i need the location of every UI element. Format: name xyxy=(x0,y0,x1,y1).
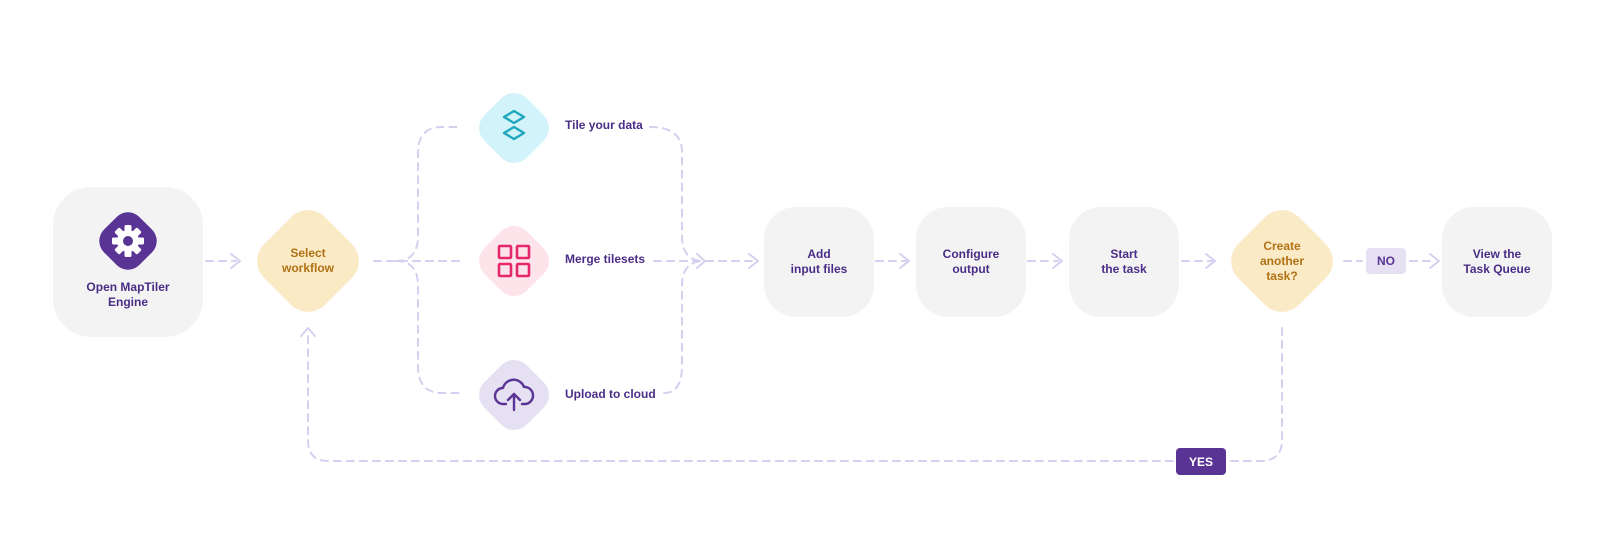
arrowhead-start-task xyxy=(1052,253,1063,269)
add-files-label: Add input files xyxy=(790,247,848,276)
arrowhead-view xyxy=(1429,253,1440,269)
add-files-node[interactable]: Add input files xyxy=(764,207,874,317)
arrowhead-configure xyxy=(899,253,910,269)
no-badge: NO xyxy=(1366,248,1406,274)
merge-label: Merge tilesets xyxy=(565,252,646,266)
arrowhead-select xyxy=(230,253,241,269)
grid-icon xyxy=(497,244,531,278)
create-another-label: Create another task? xyxy=(1259,238,1304,283)
upload-label: Upload to cloud xyxy=(565,387,656,401)
start-task-node[interactable]: Start the task xyxy=(1069,207,1179,317)
view-queue-node[interactable]: View the Task Queue xyxy=(1442,207,1552,317)
connector-tile-join xyxy=(649,126,705,262)
connector-branch-upload xyxy=(395,260,461,394)
stacked-tiles-icon xyxy=(502,109,526,141)
view-queue-label: View the Task Queue xyxy=(1463,247,1531,276)
connector-upload-join xyxy=(663,260,705,394)
connector-branch-tile xyxy=(395,126,461,262)
cloud-upload-icon xyxy=(493,378,535,412)
select-workflow-label: Select workflow xyxy=(281,246,334,275)
start-node-label: Open MapTiler Engine xyxy=(86,280,170,309)
arrowhead-join xyxy=(696,253,706,269)
start-node[interactable]: Open MapTiler Engine xyxy=(53,187,203,337)
connector-yes-loop xyxy=(307,327,1283,462)
arrowhead-add xyxy=(748,253,759,269)
configure-node[interactable]: Configure output xyxy=(916,207,1026,317)
start-task-label: Start the task xyxy=(1101,247,1147,276)
gear-icon xyxy=(112,225,144,257)
configure-label: Configure output xyxy=(942,247,1000,276)
tile-label: Tile your data xyxy=(565,118,643,132)
yes-badge: YES xyxy=(1176,448,1226,475)
gear-icon-badge xyxy=(92,205,164,277)
arrowhead-decision xyxy=(1205,253,1216,269)
arrowhead-select-up xyxy=(300,327,316,337)
